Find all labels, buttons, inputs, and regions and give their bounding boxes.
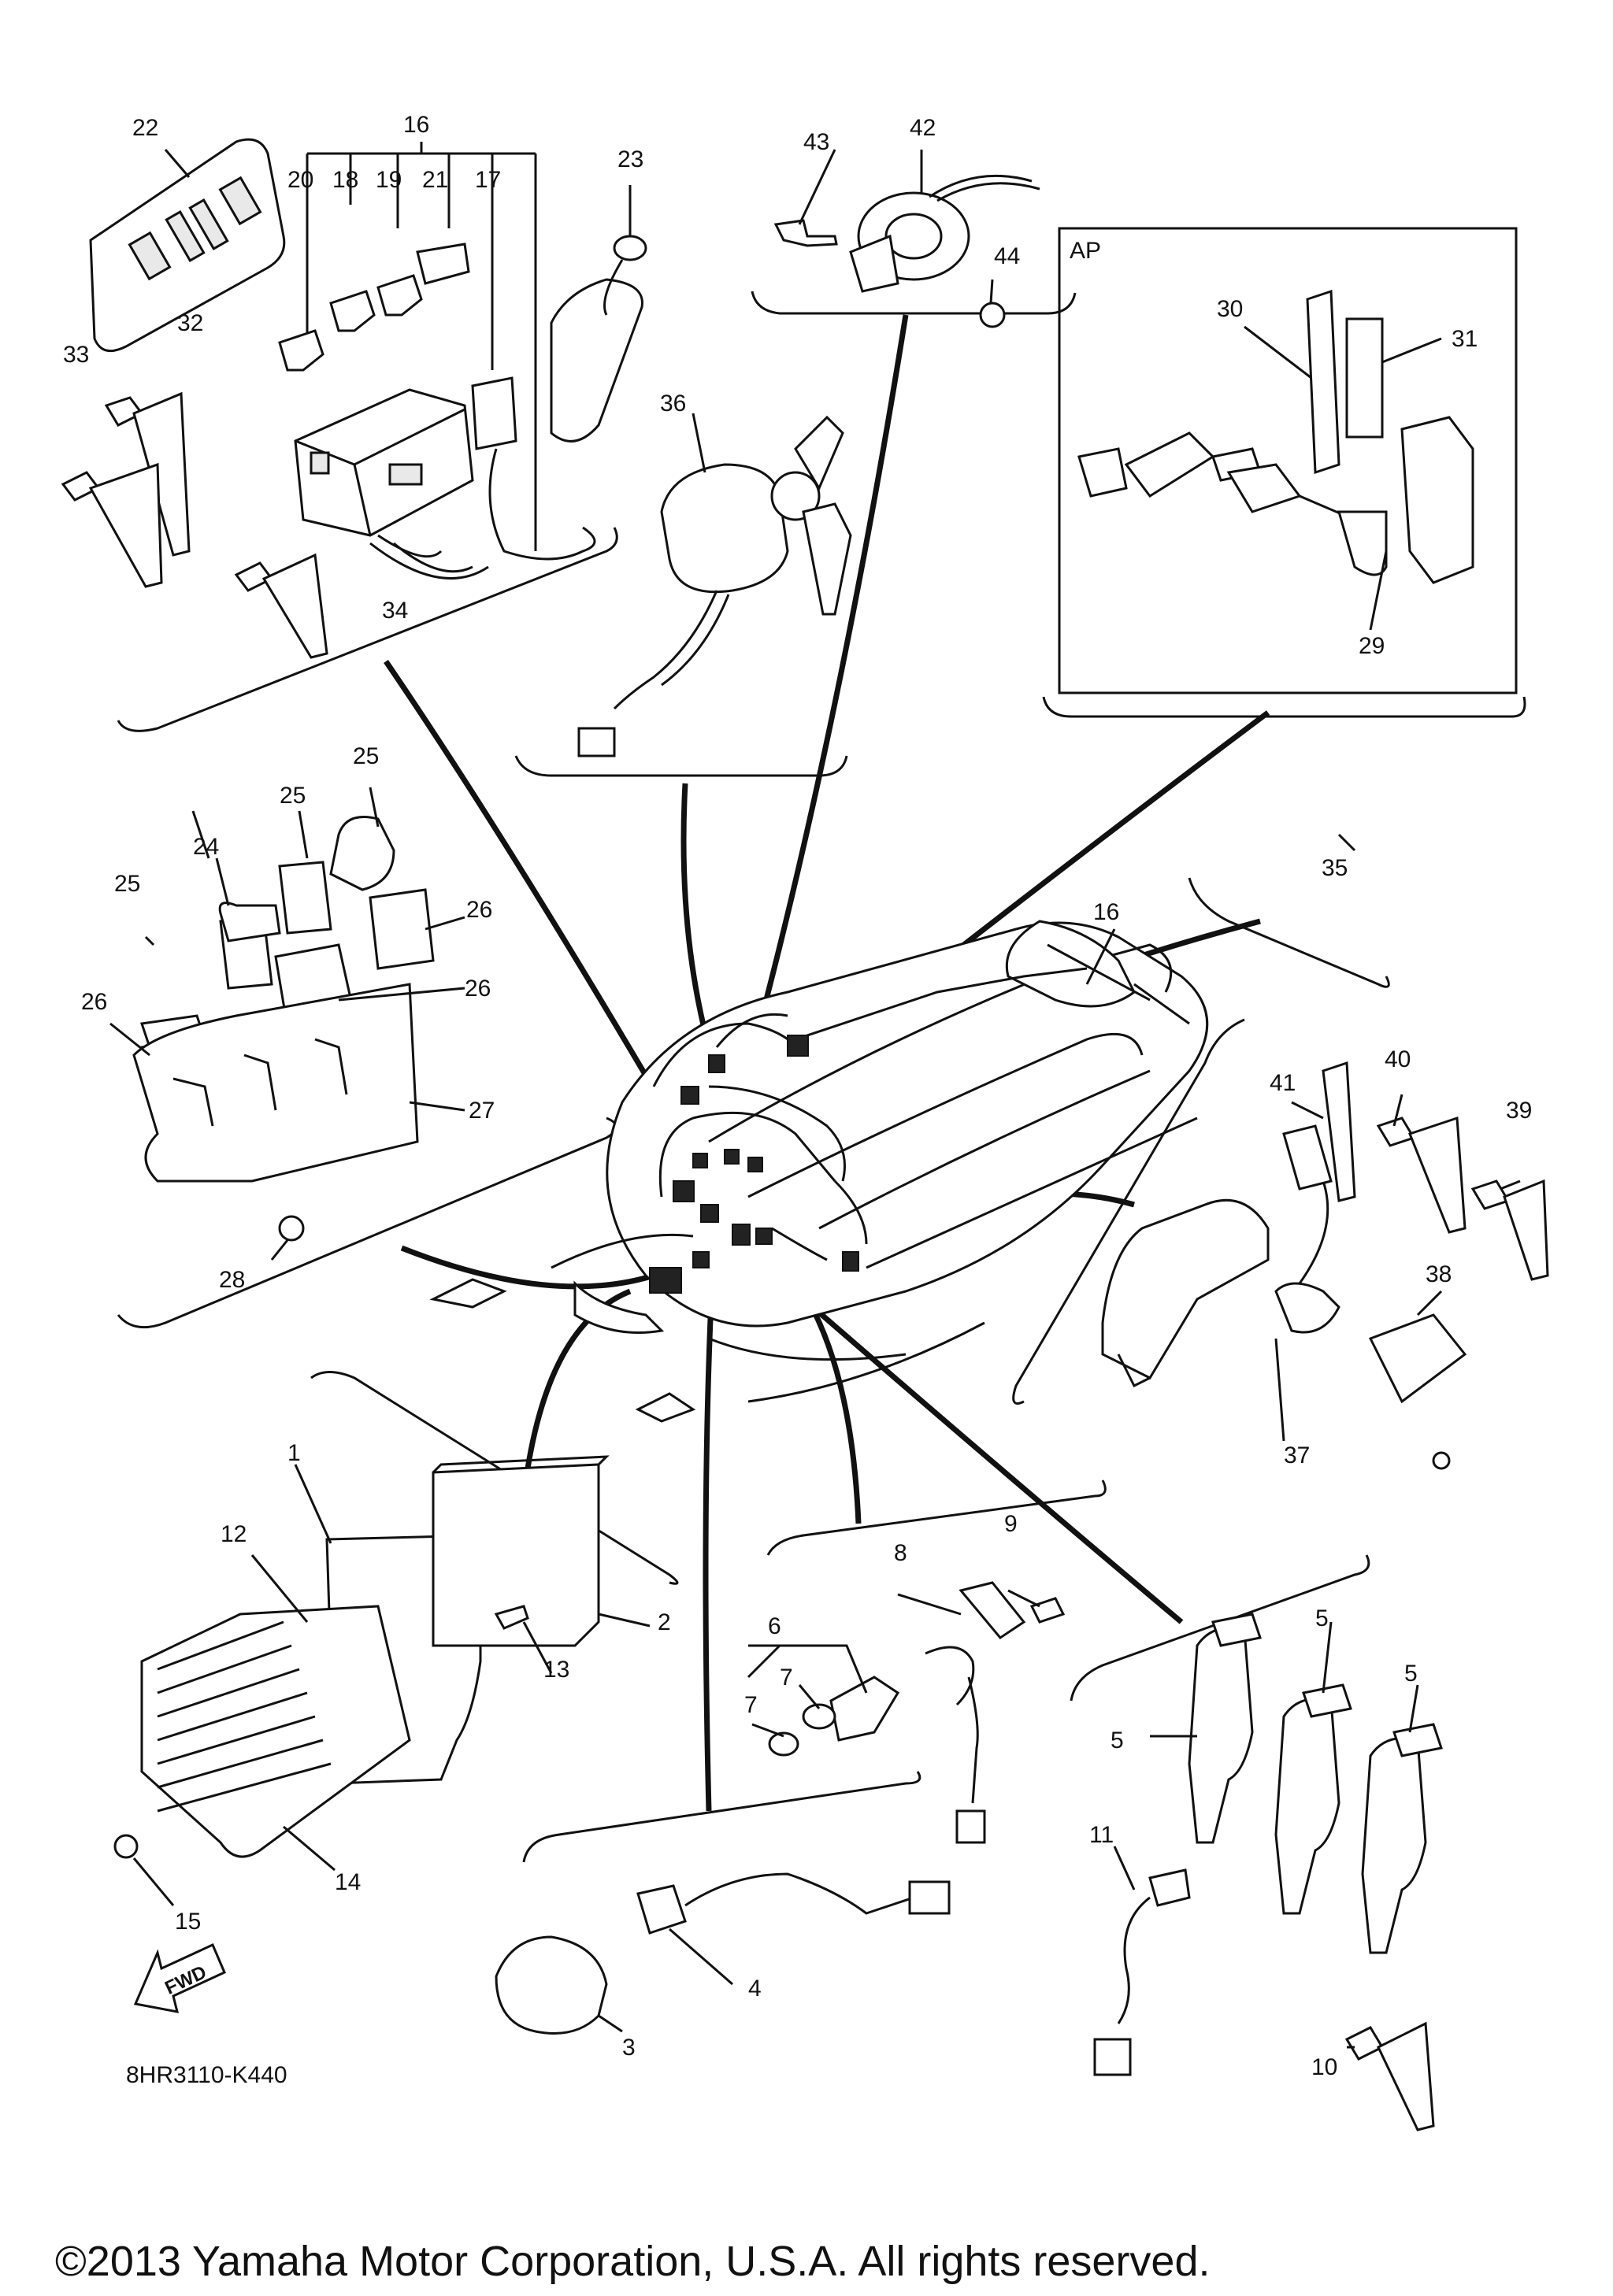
callout-14: 14 — [335, 1869, 361, 1895]
callout-18: 18 — [332, 167, 358, 193]
ap-label: AP — [1070, 238, 1101, 264]
callout-26-mid: 26 — [465, 976, 491, 1002]
leader-lines — [384, 314, 1270, 1812]
callout-23: 23 — [617, 146, 643, 172]
callout-41: 41 — [1270, 1070, 1296, 1096]
group-brackets — [117, 291, 1526, 1863]
callout-17: 17 — [475, 167, 501, 193]
callout-37: 37 — [1284, 1442, 1310, 1468]
callout-7-right: 7 — [780, 1665, 793, 1691]
callout-12: 12 — [221, 1521, 247, 1547]
callout-39: 39 — [1506, 1098, 1532, 1124]
callout-5-left: 5 — [1111, 1728, 1124, 1753]
callout-3: 3 — [622, 2035, 636, 2061]
callout-25-right: 25 — [353, 743, 379, 769]
ecu-rectifier-group — [113, 1455, 610, 1859]
callout-10: 10 — [1311, 2054, 1337, 2080]
fwd-arrow-icon: FWD — [133, 1942, 226, 2013]
callout-13: 13 — [543, 1657, 569, 1683]
callout-40: 40 — [1385, 1046, 1411, 1072]
callout-5-top: 5 — [1315, 1605, 1329, 1631]
fuse-box-group — [61, 138, 596, 659]
ap-inset — [1058, 227, 1518, 694]
callout-2: 2 — [658, 1609, 671, 1635]
callout-42: 42 — [910, 115, 936, 141]
callout-43: 43 — [803, 129, 829, 155]
callout-36: 36 — [660, 391, 686, 417]
callout-44: 44 — [994, 243, 1020, 269]
callout-35: 35 — [1322, 855, 1348, 881]
callout-21: 21 — [422, 167, 448, 193]
callout-9: 9 — [1004, 1511, 1018, 1537]
callout-11: 11 — [1089, 1822, 1114, 1848]
callout-numbers: 22 16 20 18 19 21 17 23 43 42 44 AP 30 3… — [63, 112, 1532, 2080]
callout-31: 31 — [1452, 326, 1478, 352]
sensor-bracket-group — [1101, 1061, 1549, 1470]
callout-8: 8 — [894, 1540, 907, 1566]
callout-26-top: 26 — [466, 897, 492, 923]
callout-20: 20 — [287, 167, 313, 193]
watercraft-hull — [429, 920, 1209, 1423]
relay-group — [132, 816, 435, 1242]
copyright-text: ©2013 Yamaha Motor Corporation, U.S.A. A… — [55, 2238, 1211, 2285]
callout-19: 19 — [376, 167, 402, 193]
callout-33: 33 — [63, 342, 89, 368]
pressure-sensor-group — [495, 1581, 1066, 2035]
callout-15: 15 — [175, 1909, 201, 1935]
callout-6: 6 — [768, 1613, 781, 1639]
callout-38: 38 — [1426, 1261, 1452, 1287]
callout-30: 30 — [1217, 296, 1243, 322]
ignition-coil-group — [1093, 1613, 1443, 2131]
callout-29: 29 — [1359, 633, 1385, 659]
callout-1: 1 — [287, 1440, 301, 1466]
callout-32: 32 — [177, 310, 203, 336]
callout-4: 4 — [748, 1976, 762, 2002]
callout-27: 27 — [469, 1098, 495, 1124]
callout-25-left: 25 — [114, 871, 140, 897]
callout-5-right: 5 — [1404, 1661, 1418, 1687]
callout-28: 28 — [219, 1267, 245, 1293]
callout-26-left: 26 — [81, 989, 107, 1015]
ignition-switch — [577, 415, 852, 757]
callout-leaders — [109, 149, 1521, 2049]
callout-22: 22 — [132, 115, 158, 141]
callout-34: 34 — [382, 598, 408, 624]
capacitor-part — [550, 235, 647, 443]
callout-24: 24 — [193, 834, 219, 860]
callout-7-left: 7 — [744, 1692, 758, 1718]
callout-16-hull: 16 — [1093, 899, 1119, 925]
callout-25-mid: 25 — [280, 783, 306, 809]
diagram-code: 8HR3110-K440 — [126, 2062, 287, 2088]
callout-16: 16 — [403, 112, 429, 138]
stop-switch-group — [773, 174, 1040, 328]
